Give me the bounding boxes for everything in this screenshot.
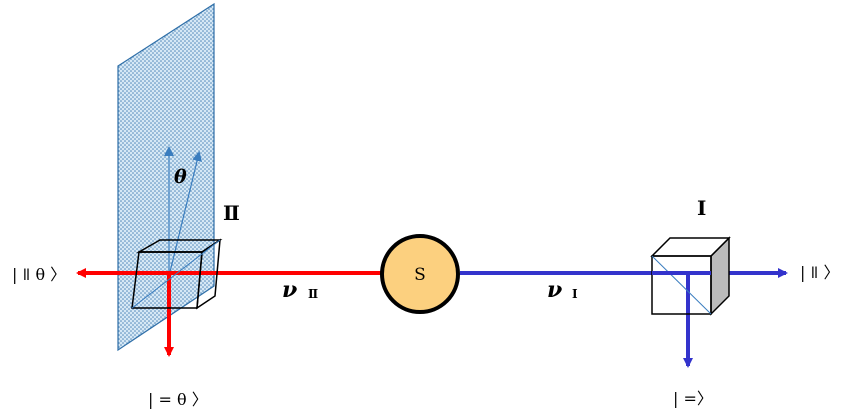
analyzer-1-cube [650,236,731,316]
polarization-plane [117,2,215,352]
rotated-axis-arrow [168,151,202,277]
nu-1-label: ν [547,277,562,303]
analyzer-2-label: Ⅱ [223,201,240,225]
nu-2-subscript: Ⅱ [308,287,318,301]
source-label: S [414,265,426,285]
output-right-reflected-label: | =〉 [673,389,713,408]
nu-2-label: ν [282,277,297,303]
nu-1-subscript: Ⅰ [572,287,578,301]
analyzer-2-diagonal [131,239,221,309]
output-left-through-label: | ǁ θ 〉 [12,265,66,284]
analyzer-1-label: Ⅰ [697,196,706,220]
output-left-reflected-label: | = θ 〉 [148,390,208,409]
source-circle [380,234,460,314]
angle-theta-label: θ [174,166,187,188]
output-right-through-label: | ǁ 〉 [800,263,839,282]
